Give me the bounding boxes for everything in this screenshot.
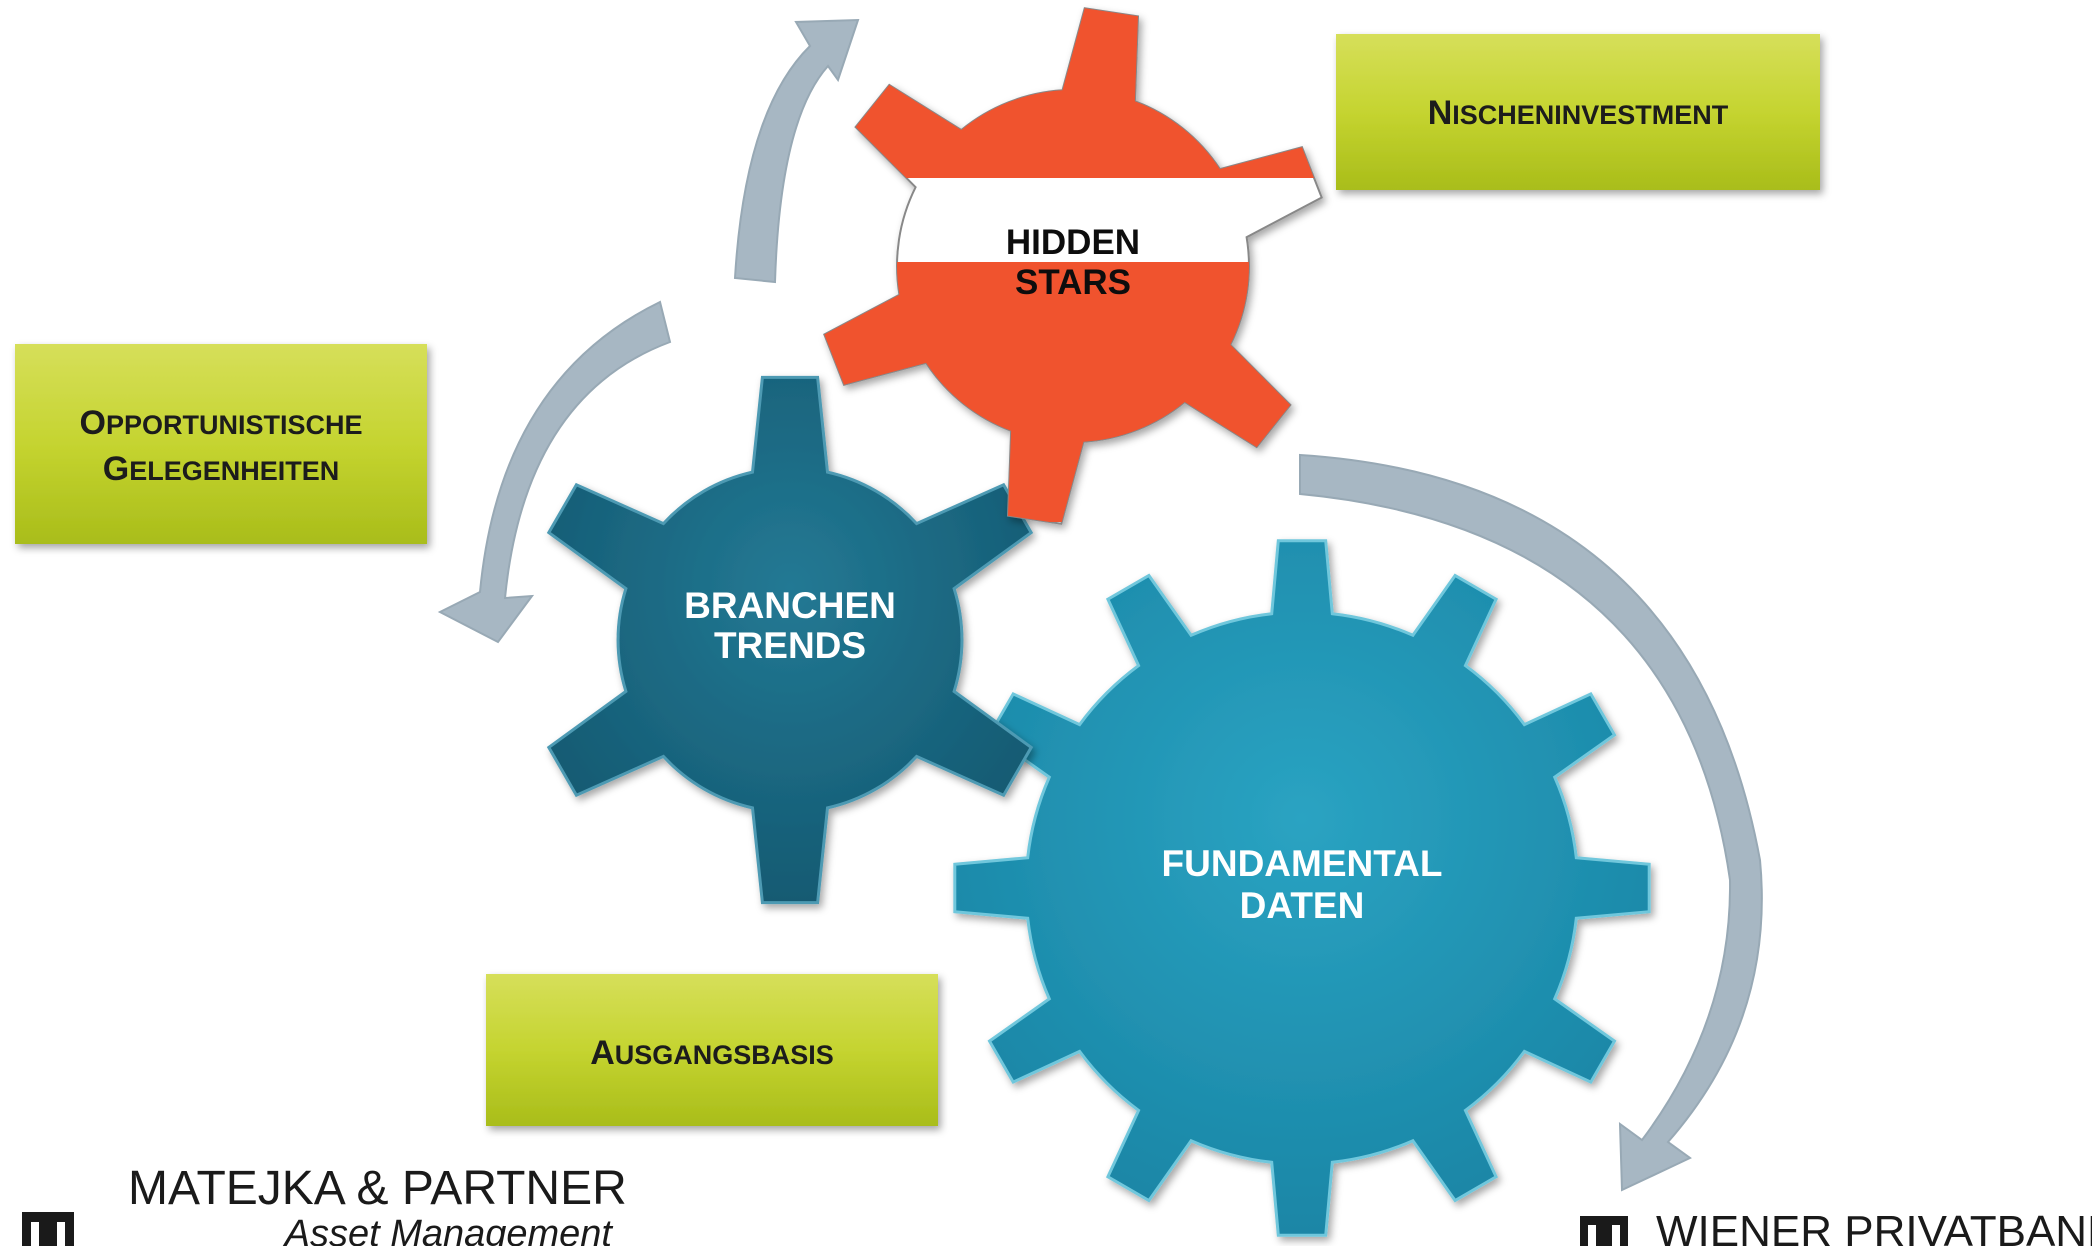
gear-branchen-trends: BRANCHEN TRENDS <box>546 375 1034 905</box>
logo-matejka-partner: MATEJKA & PARTNER Asset Management <box>22 1162 627 1246</box>
arrow-left <box>437 300 672 644</box>
gear-fundamental-label-1: FUNDAMENTAL <box>1162 843 1443 884</box>
arrow-top <box>733 18 860 284</box>
gear-fundamental-label-2: DATEN <box>1240 885 1365 926</box>
cycle-arrows <box>437 18 1763 1192</box>
gear-branchen-shape <box>546 375 1034 905</box>
matejka-logo-icon <box>22 1212 74 1246</box>
wiener-logo-icon <box>1580 1216 1628 1246</box>
box-ausgangsbasis-label: AUSGANGSBASIS <box>590 1034 834 1072</box>
gear-fundamental-daten: FUNDAMENTAL DATEN <box>953 539 1651 1237</box>
matejka-logo-name: MATEJKA & PARTNER <box>128 1162 627 1215</box>
gear-fundamental-shape <box>953 539 1651 1237</box>
box-opportunistische-label-1: OPPORTUNISTISCHE <box>80 404 363 442</box>
box-opportunistische-label-2: GELEGENHEITEN <box>103 450 339 488</box>
gear-branchen-label-2: TRENDS <box>714 625 866 666</box>
box-nischeninvestment-label: NISCHENINVESTMENT <box>1428 94 1729 132</box>
box-nischeninvestment: NISCHENINVESTMENT <box>1336 34 1820 190</box>
logo-wiener-privatbank: WIENER PRIVATBANK <box>1580 1207 2092 1246</box>
matejka-logo-sub: Asset Management <box>283 1213 614 1246</box>
wiener-logo-name: WIENER PRIVATBANK <box>1656 1207 2092 1246</box>
gear-hidden-stars: HIDDEN STARS <box>823 7 1323 525</box>
box-ausgangsbasis: AUSGANGSBASIS <box>486 974 938 1126</box>
arrow-right <box>1299 453 1763 1192</box>
gear-branchen-label-1: BRANCHEN <box>684 585 896 626</box>
gear-hidden-label-1: HIDDEN <box>1006 223 1140 262</box>
box-opportunistische-gelegenheiten: OPPORTUNISTISCHE GELEGENHEITEN <box>15 344 427 544</box>
gear-hidden-label-2: STARS <box>1015 263 1131 302</box>
